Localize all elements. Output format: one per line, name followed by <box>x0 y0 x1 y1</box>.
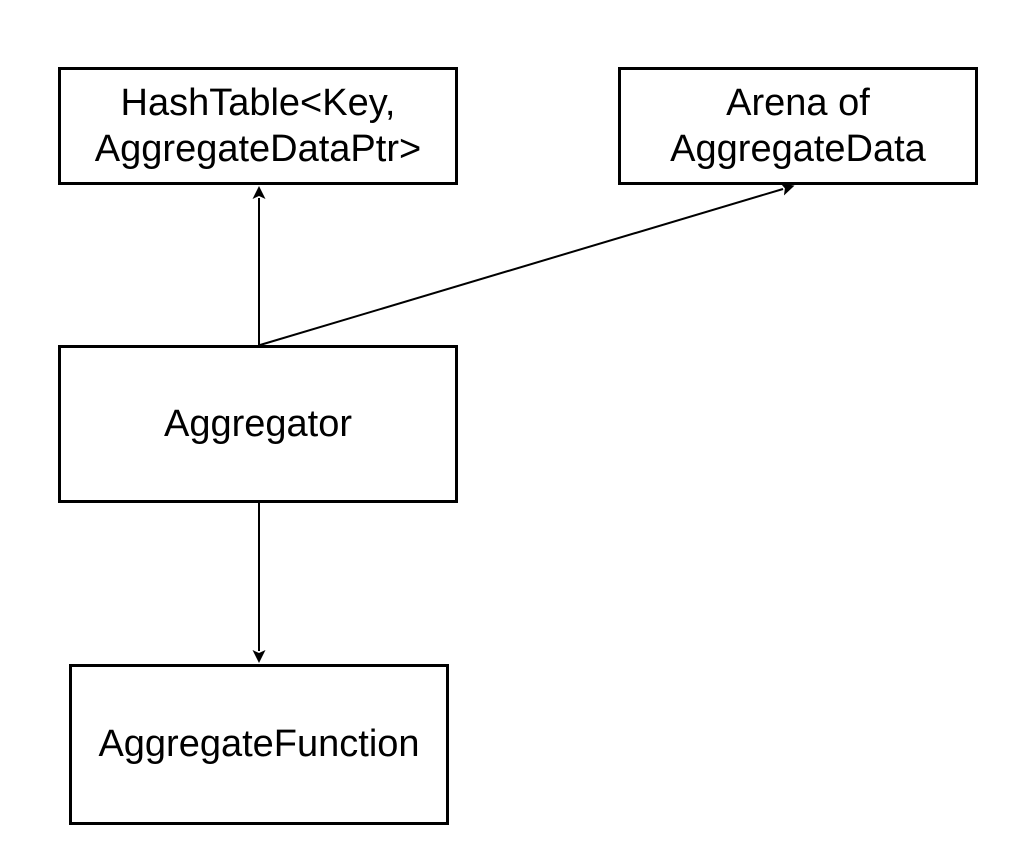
node-aggregate-function: AggregateFunction <box>69 664 449 825</box>
edge-aggregator-to-arena <box>259 183 795 346</box>
node-arena-label: Arena of AggregateData <box>670 81 926 170</box>
node-aggregator: Aggregator <box>58 345 458 503</box>
node-hashtable: HashTable<Key, AggregateDataPtr> <box>58 67 458 185</box>
node-arena: Arena of AggregateData <box>618 67 978 185</box>
node-aggregate-function-label: AggregateFunction <box>98 723 420 766</box>
node-aggregator-label: Aggregator <box>163 402 352 445</box>
node-hashtable-label: HashTable<Key, AggregateDataPtr> <box>94 81 422 170</box>
